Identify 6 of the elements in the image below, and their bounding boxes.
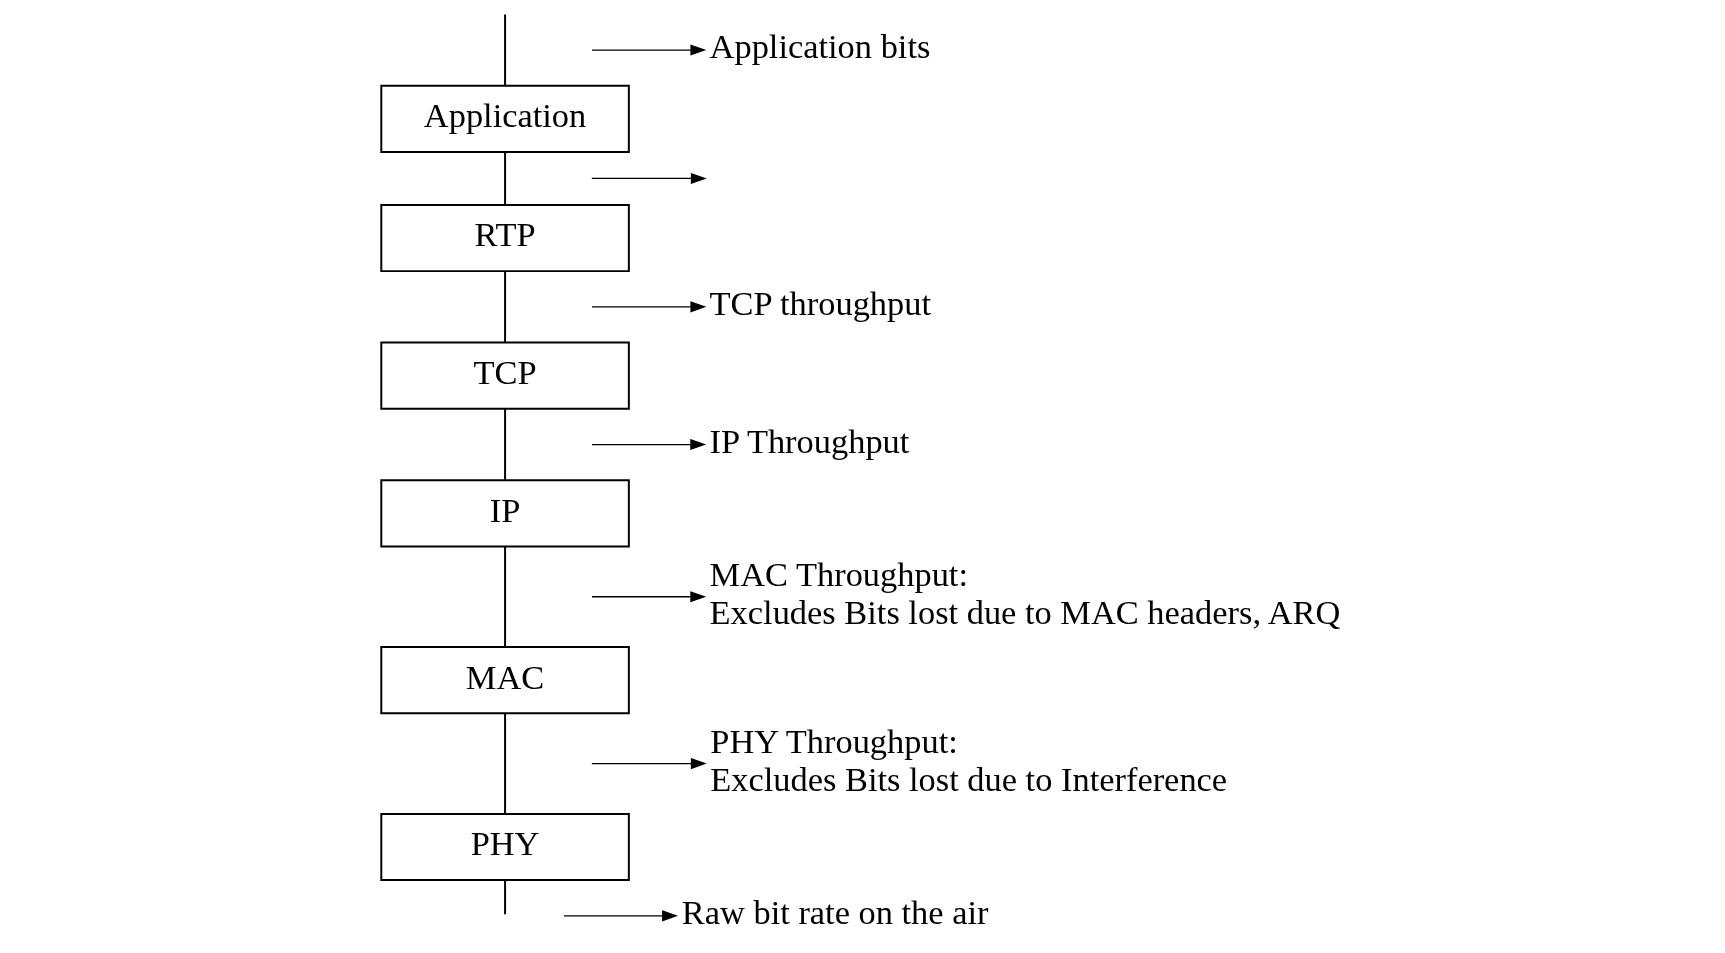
- node-text: Application bits: [709, 27, 931, 66]
- node-text: TCP throughput: [709, 284, 932, 323]
- node-text: MAC Throughput: Excludes Bits lost due to MAC headers, ARQ: [709, 554, 1341, 632]
- node-text: IP Throughput: [709, 421, 910, 460]
- node-text: PHY Throughput: Excludes Bits lost due to Interference: [710, 721, 1228, 799]
- node-text: Raw bit rate on the air: [681, 893, 989, 932]
